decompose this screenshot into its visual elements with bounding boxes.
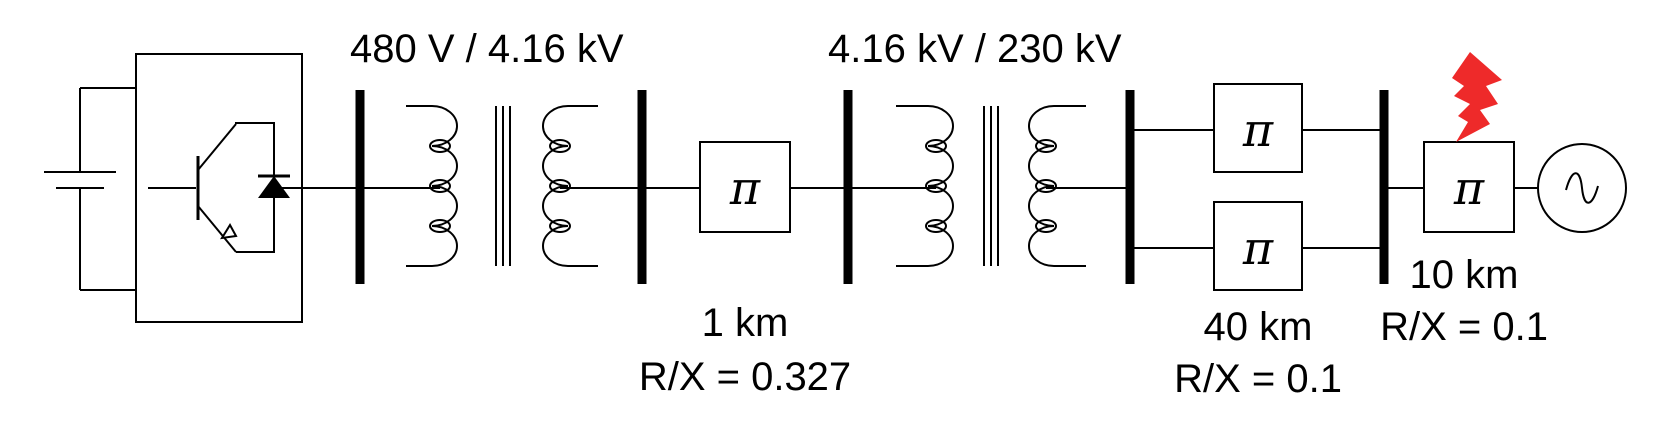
converter-block [135, 53, 303, 323]
pi-section-3: π [1423, 141, 1515, 233]
transformer-1-rating: 480 V / 4.16 kV [350, 27, 624, 71]
battery-icon [44, 87, 136, 291]
pi-symbol: π [1453, 161, 1485, 215]
fault-lightning-icon [1452, 52, 1502, 142]
pi-section-1: π [699, 141, 791, 233]
pi-section-2-lower: π [1213, 201, 1303, 291]
pi-symbol: π [729, 161, 761, 215]
transformer-2-rating: 4.16 kV / 230 kV [828, 27, 1122, 71]
transformer-icon [848, 105, 1132, 267]
igbt-icon [148, 122, 275, 253]
line-2-length: 40 km [1204, 305, 1313, 349]
line-1-ratio: R/X = 0.327 [639, 355, 851, 399]
pi-section-2-upper: π [1213, 83, 1303, 173]
ac-source-icon [1537, 143, 1627, 233]
line-2-ratio: R/X = 0.1 [1174, 357, 1342, 401]
pi-symbol: π [1242, 103, 1274, 157]
pi-symbol: π [1242, 221, 1274, 275]
transformer-icon [360, 105, 644, 267]
line-3-length: 10 km [1410, 253, 1519, 297]
line-1-length: 1 km [702, 301, 789, 345]
line-3-ratio: R/X = 0.1 [1380, 305, 1548, 349]
